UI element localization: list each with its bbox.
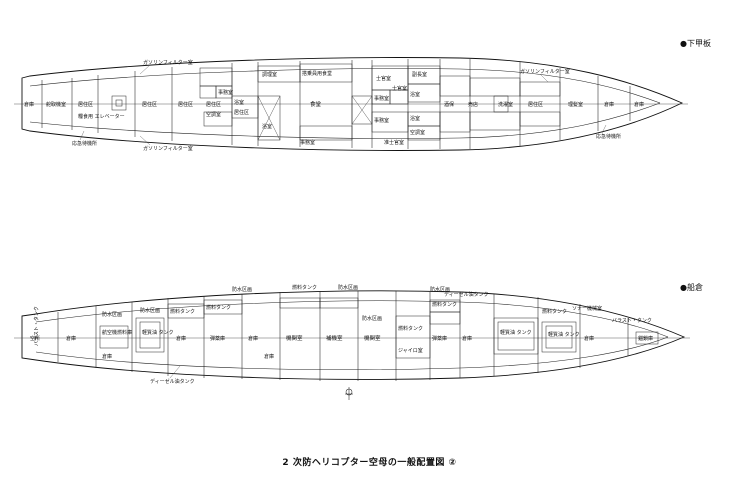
label-storage-fwd-1: 倉庫 <box>604 101 614 108</box>
label-laundry: 洗濯室 <box>498 101 513 108</box>
label-storage-1: 倉庫 <box>66 335 76 342</box>
label-office-3: 事務室 <box>374 117 389 124</box>
label-watertight-6: 防水区画 <box>430 286 450 293</box>
hold-deck-inner-line-port <box>35 300 669 338</box>
label-storage-5: 倉庫 <box>462 335 472 342</box>
label-watertight-4: 防水区画 <box>338 284 358 291</box>
hold-deck-hull-outline <box>21 290 686 380</box>
label-living-4: 居住区 <box>206 101 221 108</box>
label-emergency-gen-aft: 応急待機所 <box>72 140 97 147</box>
label-storage-stern: 倉庫 <box>24 101 34 108</box>
label-aviation-fuel-storage: 航空機燃料庫 <box>102 329 132 336</box>
label-diesel-tank-2: ディーゼル油タンク <box>150 378 195 385</box>
label-aircon-1: 空調室 <box>206 111 221 118</box>
label-cooking: 調理室 <box>262 71 277 78</box>
label-storage-6: 倉庫 <box>584 335 594 342</box>
label-gyro: ジャイロ室 <box>398 347 423 354</box>
label-light-oil-tank-1: 軽質油 タンク <box>142 329 174 336</box>
label-fuel-tank-1: 燃料タンク <box>170 308 195 315</box>
label-watertight-5: 防水区画 <box>362 315 382 322</box>
label-bath-2: 浴室 <box>410 91 420 98</box>
lower-deck-title: ●下甲板 <box>680 38 711 48</box>
label-fuel-tank-2: 燃料タンク <box>206 304 231 311</box>
label-chain-locker: 錨鎖庫 <box>638 335 653 342</box>
label-diesel-tank-1: ディーゼル油タンク <box>444 291 489 298</box>
label-canteen: 酒保 <box>444 101 454 108</box>
label-office-1: 事務室 <box>218 89 233 96</box>
hold-deck-title: ●船倉 <box>680 282 703 292</box>
label-gasoline-filter-aft-bottom: ガソリンフィルター室 <box>143 145 193 152</box>
lower-deck-hull-outline <box>21 57 684 151</box>
label-steering-room: 舵取機室 <box>46 101 66 108</box>
label-living-fwd: 居住区 <box>528 101 543 108</box>
label-living-5: 居住区 <box>234 109 249 116</box>
label-office-2: 事務室 <box>374 95 389 102</box>
label-engine-2: 補機室 <box>326 334 343 342</box>
label-office-4: 事務室 <box>300 139 315 146</box>
label-fuel-tank-6: 燃料タンク <box>542 308 567 315</box>
drawing-caption: 2 次防ヘリコプター空母の一般配置図 ② <box>282 458 457 468</box>
label-fuel-tank-5: 燃料タンク <box>432 301 457 308</box>
label-watertight-3: 防水区画 <box>232 286 252 293</box>
hold-deck-rooms <box>99 297 659 359</box>
label-bath-1: 浴室 <box>234 99 244 106</box>
label-watertight-1: 防水区画 <box>102 311 122 318</box>
label-cargo-elevator: 糧食用 エレベーター <box>78 113 125 120</box>
label-storage-4: 倉庫 <box>248 335 258 342</box>
label-light-oil-tank-3: 軽質油 タンク <box>548 331 580 338</box>
label-storage-3: 倉庫 <box>176 335 186 342</box>
label-emergency-gen-fwd: 応急待機所 <box>596 133 621 140</box>
label-storage-2: 倉庫 <box>102 353 112 360</box>
label-fuel-tank-4: 燃料タンク <box>398 325 423 332</box>
label-magazine-2: 弾薬庫 <box>432 335 447 342</box>
label-warrant-officer: 准士官室 <box>384 139 404 146</box>
label-storage-7: 倉庫 <box>264 353 274 360</box>
label-gasoline-filter-aft-top: ガソリンフィルター室 <box>143 59 193 66</box>
label-crew-mess: 搭乗員用食堂 <box>302 70 332 77</box>
label-ballast-tank-fwd: バラスト・タンク <box>612 317 652 324</box>
label-void-stern: 空所 <box>30 335 40 342</box>
label-petty-officer-2: 士官室 <box>392 85 407 92</box>
label-engine-3: 機関室 <box>364 334 381 342</box>
label-sonar: ソナー機械室 <box>572 305 602 312</box>
label-ballast-tank-aft: バラスト・タンク <box>33 306 40 346</box>
label-living-2: 居住区 <box>142 101 157 108</box>
lower-deck-inner-line-stbd <box>29 102 661 139</box>
label-bath-4: 浴室 <box>262 123 272 130</box>
hold-deck-bulkheads <box>57 291 629 381</box>
label-ship-store: 売店 <box>468 101 478 108</box>
label-living-3: 居住区 <box>178 101 193 108</box>
label-light-oil-tank-2: 軽質油 タンク <box>500 329 532 336</box>
propeller-symbol <box>345 387 353 400</box>
label-watertight-2: 防水区画 <box>140 307 160 314</box>
label-fuel-tank-3: 燃料タンク <box>292 284 317 291</box>
label-bath-3: 浴室 <box>410 115 420 122</box>
hold-deck-plan: ●船倉 <box>14 282 703 400</box>
label-vice-captain: 副長室 <box>412 71 427 78</box>
lower-deck-inner-line-port <box>29 68 661 104</box>
label-engine-1: 機関室 <box>286 334 303 342</box>
label-aircon-2: 空調室 <box>410 129 425 136</box>
label-mess-hall: 食堂 <box>310 100 322 108</box>
label-living-1: 居住区 <box>78 101 93 108</box>
label-petty-officer: 士官室 <box>376 75 391 82</box>
label-gasoline-filter-fwd: ガソリンフィルター室 <box>520 68 570 75</box>
label-magazine-1: 弾薬庫 <box>210 335 225 342</box>
lower-deck-rooms <box>111 63 561 141</box>
label-storage-fwd-2: 倉庫 <box>634 101 644 108</box>
lower-deck-plan: ●下甲板 <box>14 38 711 152</box>
hold-deck-inner-line-stbd <box>35 336 669 371</box>
label-barber: 理髪室 <box>568 101 583 108</box>
